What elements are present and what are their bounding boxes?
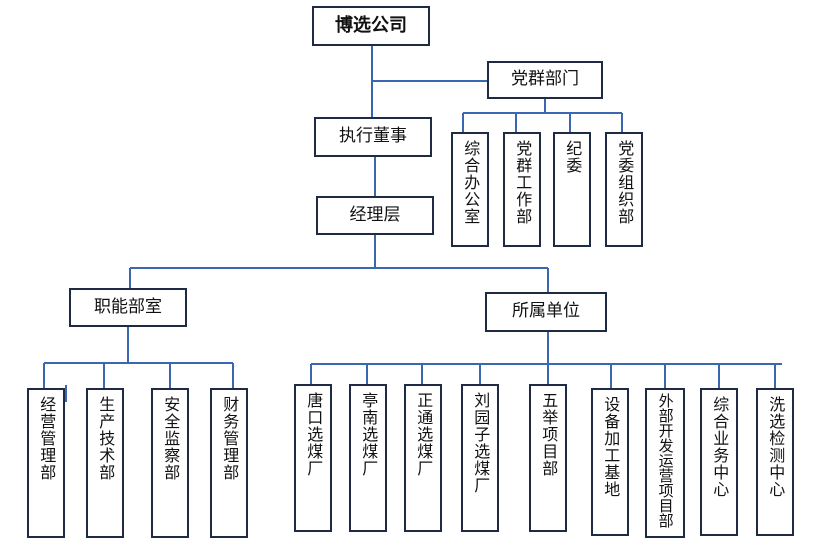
node-party-sub: 党委组织部 (605, 132, 643, 247)
node-party-sub: 综合办公室 (451, 132, 489, 247)
node-unit-sub-label: 正通选煤厂 (414, 392, 434, 477)
node-unit-sub-label: 五举项目部 (539, 392, 559, 477)
node-root-label: 博选公司 (335, 14, 407, 36)
node-party-sub-label: 党群工作部 (513, 140, 533, 225)
node-functional-sub-label: 生产技术部 (96, 396, 116, 481)
node-functional-sub: 生产技术部 (86, 388, 124, 538)
node-exec: 执行董事 (314, 117, 432, 157)
node-unit-sub: 正通选煤厂 (404, 384, 442, 532)
node-party-sub-label: 党委组织部 (615, 140, 635, 225)
node-functional-sub: 经营管理部 (27, 388, 65, 538)
node-unit-sub: 亭南选煤厂 (349, 384, 387, 532)
node-unit-sub-label: 唐口选煤厂 (304, 392, 324, 477)
node-party-dept: 党群部门 (487, 61, 603, 99)
node-party-sub-label: 综合办公室 (461, 140, 481, 225)
node-unit-sub-label: 综合业务中心 (710, 396, 730, 498)
node-unit-sub: 外部开发运营项目部 (645, 388, 685, 538)
node-unit-sub: 洗选检测中心 (756, 388, 794, 536)
node-manager: 经理层 (316, 196, 434, 235)
node-unit-sub: 设备加工基地 (591, 388, 629, 536)
node-unit-sub-label: 亭南选煤厂 (359, 392, 379, 477)
node-unit-sub: 五举项目部 (529, 384, 567, 532)
node-unit-sub-label: 设备加工基地 (601, 396, 621, 498)
node-units-label: 所属单位 (512, 301, 580, 322)
node-functional-sub-label: 安全监察部 (161, 396, 181, 481)
node-functional-sub-label: 财务管理部 (220, 396, 240, 481)
node-functional-sub: 安全监察部 (151, 388, 189, 538)
node-root: 博选公司 (312, 6, 430, 46)
node-unit-sub-label: 刘园子选煤厂 (471, 392, 491, 494)
node-unit-sub: 唐口选煤厂 (294, 384, 332, 532)
node-party-sub: 党群工作部 (503, 132, 541, 247)
node-unit-sub-label: 外部开发运营项目部 (656, 393, 675, 528)
node-units: 所属单位 (485, 292, 607, 332)
node-unit-sub: 刘园子选煤厂 (461, 384, 499, 532)
node-unit-sub: 综合业务中心 (700, 388, 738, 536)
node-functional-sub: 财务管理部 (210, 388, 248, 538)
node-manager-label: 经理层 (349, 204, 401, 225)
node-functional-label: 职能部室 (94, 296, 162, 317)
node-party-sub-label: 纪委 (563, 140, 583, 174)
node-party-sub: 纪委 (553, 132, 591, 247)
node-functional-sub-label: 经营管理部 (37, 396, 57, 481)
node-party-dept-label: 党群部门 (511, 69, 579, 90)
node-exec-label: 执行董事 (339, 126, 407, 147)
node-unit-sub-label: 洗选检测中心 (766, 396, 786, 498)
node-functional: 职能部室 (69, 288, 187, 327)
